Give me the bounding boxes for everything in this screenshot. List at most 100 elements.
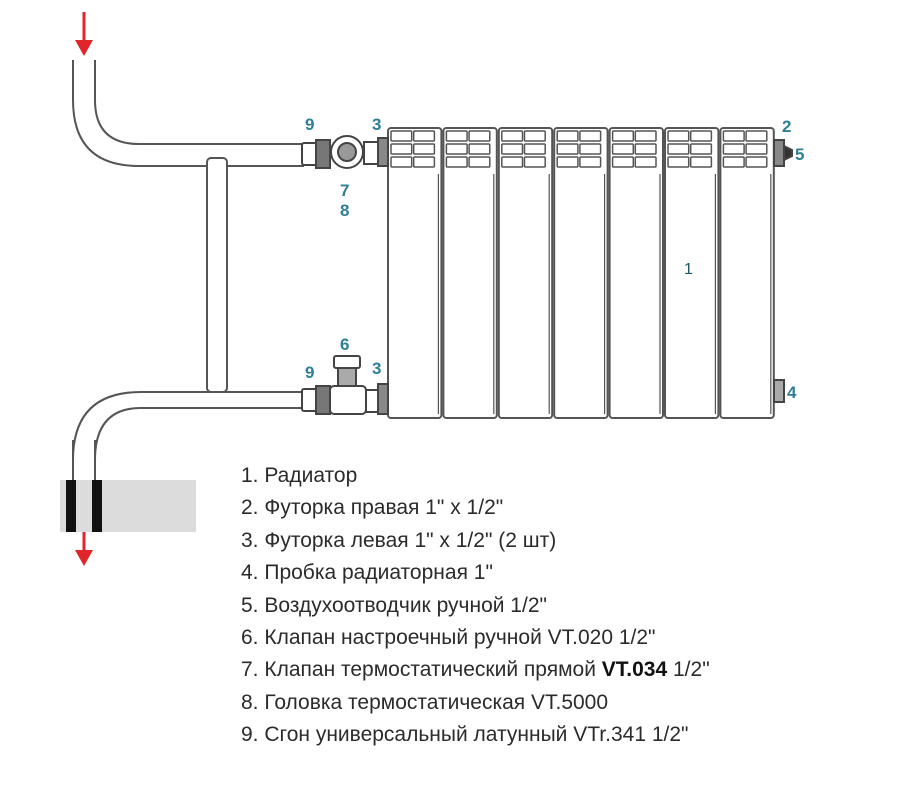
callout-3-bottom: 3 xyxy=(372,359,381,378)
radiator-fin xyxy=(611,130,635,142)
radiator-piping-diagram: 9 3 7 8 2 5 1 6 9 3 4 xyxy=(72,12,804,460)
radiator-plug xyxy=(773,379,785,403)
radiator-fin xyxy=(412,130,436,142)
radiator-section xyxy=(608,127,664,419)
legend-item: 6. Клапан настроечный ручной VT.020 1/2" xyxy=(241,626,656,650)
legend-item-model: VT.034 xyxy=(601,658,668,682)
radiator-fin xyxy=(468,143,491,155)
air-vent xyxy=(783,144,793,162)
radiator-section xyxy=(664,127,720,419)
radiator-fin xyxy=(722,156,745,168)
balancing-valve-stem xyxy=(337,367,357,387)
radiator-fin xyxy=(501,156,524,168)
legend-item: 8. Головка термостатическая VT.5000 xyxy=(241,690,609,714)
legend-item: 3. Футорка левая 1" x 1/2" (2 шт) xyxy=(241,528,557,552)
radiator xyxy=(387,127,775,419)
pipe-through-wall-right xyxy=(92,480,102,532)
flow-out-arrow xyxy=(75,532,93,566)
radiator-fin xyxy=(556,130,579,142)
bottom-fittings xyxy=(301,355,389,415)
callout-9-top: 9 xyxy=(305,115,314,134)
callout-6: 6 xyxy=(340,335,349,354)
callout-5: 5 xyxy=(795,145,804,164)
radiator-fin xyxy=(611,143,635,155)
radiator-fin xyxy=(745,130,768,142)
radiator-fin xyxy=(722,143,745,155)
legend-item: 2. Футорка правая 1" x 1/2" xyxy=(241,496,504,520)
right-bushing xyxy=(773,139,785,167)
supply-pipe xyxy=(72,60,304,167)
callout-4: 4 xyxy=(787,383,797,402)
radiator-fin xyxy=(634,156,657,168)
callout-3-top: 3 xyxy=(372,115,381,134)
legend-item-size: 1/2" xyxy=(667,658,710,682)
radiator-fin xyxy=(634,143,657,155)
left-bushing-bottom xyxy=(377,383,389,415)
valve-outlet xyxy=(363,141,379,165)
balancing-valve-body xyxy=(329,385,367,415)
radiator-fin xyxy=(689,156,713,168)
radiator-fin xyxy=(611,156,635,168)
legend-item: 9. Сгон универсальный латунный VTr.341 1… xyxy=(241,723,689,747)
radiator-fin xyxy=(523,143,546,155)
radiator-fin xyxy=(412,143,436,155)
flow-in-arrow xyxy=(75,12,93,56)
legend-item: 5. Воздухоотводчик ручной 1/2" xyxy=(241,593,547,617)
callout-1: 1 xyxy=(684,261,693,278)
radiator-fin xyxy=(634,130,657,142)
callout-8: 8 xyxy=(340,201,349,220)
radiator-fin xyxy=(390,143,413,155)
radiator-fin xyxy=(579,130,602,142)
callout-9-bottom: 9 xyxy=(305,363,314,382)
radiator-fin xyxy=(445,156,468,168)
radiator-fin xyxy=(468,156,491,168)
radiator-fin xyxy=(556,156,579,168)
radiator-fin xyxy=(579,143,602,155)
thermostatic-head xyxy=(337,142,357,162)
radiator-fin xyxy=(579,156,602,168)
parts-legend: 1. Радиатор 2. Футорка правая 1" x 1/2" 3.… xyxy=(241,460,710,752)
radiator-fin xyxy=(390,156,413,168)
radiator-fin xyxy=(689,143,713,155)
union-nut-top xyxy=(315,139,331,169)
radiator-fin xyxy=(667,156,690,168)
radiator-fin xyxy=(501,130,524,142)
legend-item: 1. Радиатор xyxy=(241,464,358,487)
radiator-fin xyxy=(667,143,690,155)
radiator-section xyxy=(442,127,498,419)
balancing-valve-cap xyxy=(333,355,361,369)
radiator-section xyxy=(497,127,554,419)
top-fittings xyxy=(301,135,389,169)
radiator-fin xyxy=(445,130,468,142)
radiator-fin xyxy=(745,156,768,168)
union-nut-bottom xyxy=(315,385,331,415)
radiator-fin xyxy=(689,130,713,142)
radiator-fin xyxy=(445,143,468,155)
legend-item: 4. Пробка радиаторная 1" xyxy=(241,561,493,585)
right-fittings xyxy=(773,139,793,403)
radiator-section xyxy=(553,127,609,419)
radiator-fin xyxy=(523,156,546,168)
wall-section xyxy=(60,440,196,566)
callout-2: 2 xyxy=(782,117,791,136)
radiator-fin xyxy=(745,143,768,155)
radiator-fin xyxy=(523,130,546,142)
legend-item-text: 7. Клапан термостатический прямой xyxy=(241,658,602,682)
wall-block xyxy=(60,480,196,532)
callout-7: 7 xyxy=(340,181,349,200)
radiator-fin xyxy=(390,130,413,142)
bypass-pipe xyxy=(206,157,228,393)
radiator-fin xyxy=(501,143,524,155)
radiator-fin xyxy=(722,130,745,142)
radiator-fin xyxy=(412,156,436,168)
radiator-fin xyxy=(667,130,690,142)
legend-item: 7. Клапан термостатический прямой VT.034… xyxy=(241,654,710,686)
radiator-section xyxy=(387,127,443,419)
pipe-through-wall-left xyxy=(66,480,76,532)
left-bushing-top xyxy=(377,137,389,167)
balancing-valve-outlet xyxy=(365,389,379,413)
radiator-fin xyxy=(468,130,491,142)
radiator-fin xyxy=(556,143,579,155)
radiator-section xyxy=(719,127,775,419)
